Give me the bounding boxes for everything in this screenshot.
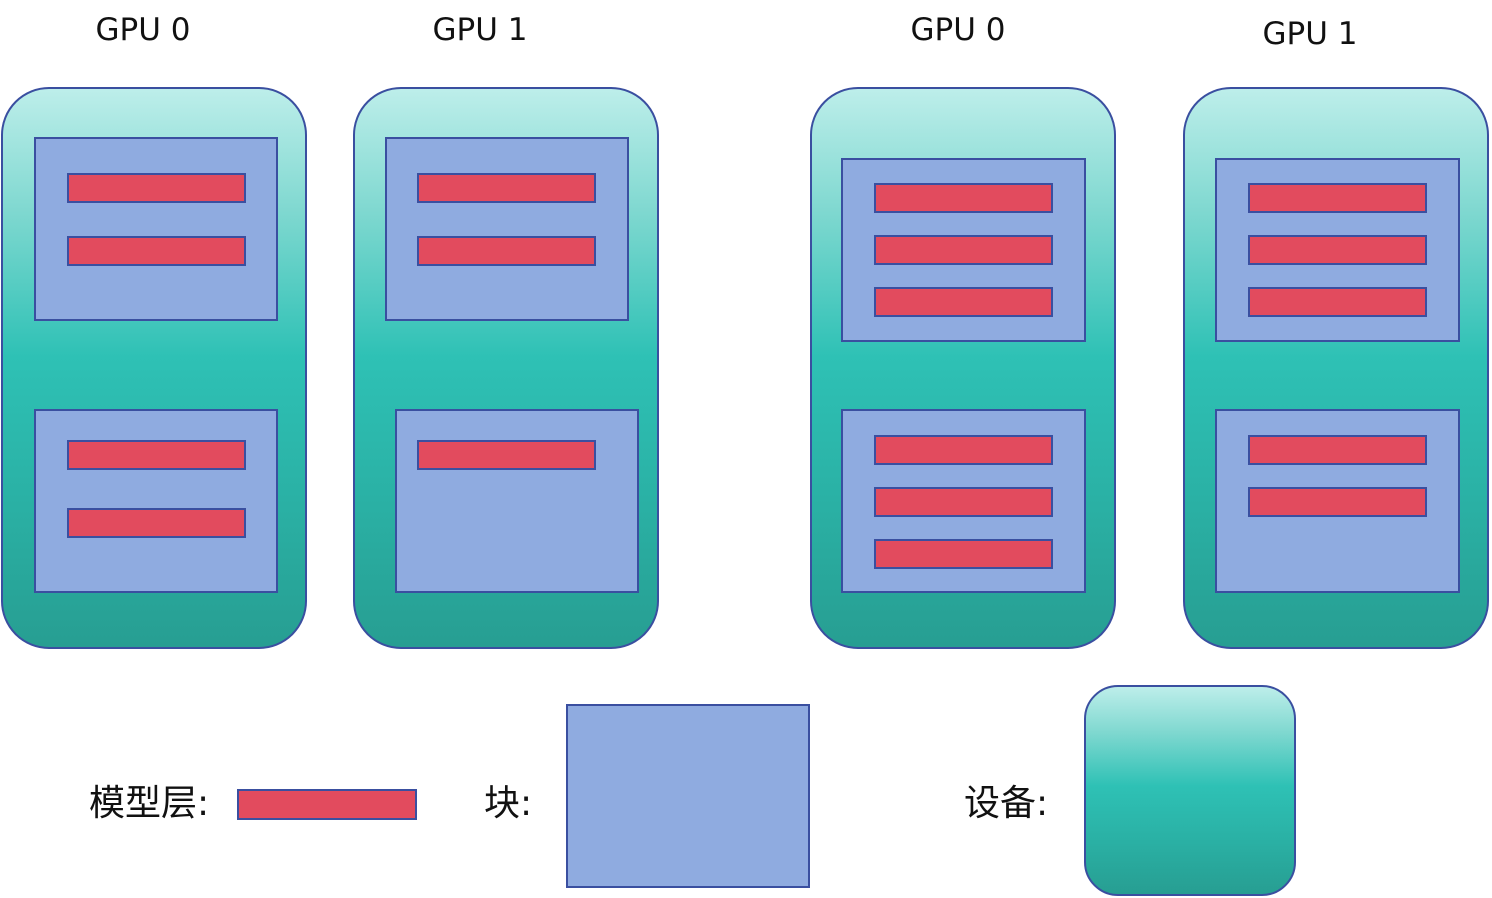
gpu-label-right-1: GPU 1 <box>1262 16 1358 52</box>
block <box>395 409 639 593</box>
block <box>34 137 278 321</box>
model-layer <box>874 539 1053 569</box>
gpu-label-right-0: GPU 0 <box>910 12 1006 48</box>
model-layer <box>874 183 1053 213</box>
legend-block-swatch <box>566 704 810 888</box>
model-layer <box>874 487 1053 517</box>
model-layer <box>417 236 596 266</box>
model-layer <box>874 235 1053 265</box>
block <box>34 409 278 593</box>
block <box>1215 158 1460 342</box>
model-layer <box>67 236 246 266</box>
device-left-gpu0 <box>1 87 307 649</box>
model-layer <box>417 173 596 203</box>
block <box>1215 409 1460 593</box>
model-layer <box>417 440 596 470</box>
legend-layer-swatch <box>237 789 417 820</box>
legend-block-label: 块: <box>484 783 533 824</box>
model-layer <box>1248 487 1427 517</box>
model-layer <box>1248 235 1427 265</box>
gpu-label-left-0: GPU 0 <box>95 12 191 48</box>
device-right-gpu0 <box>810 87 1116 649</box>
model-layer <box>1248 183 1427 213</box>
block <box>385 137 629 321</box>
block <box>841 409 1086 593</box>
device-left-gpu1 <box>353 87 659 649</box>
model-layer <box>1248 435 1427 465</box>
gpu-label-left-1: GPU 1 <box>432 12 528 48</box>
model-layer <box>874 287 1053 317</box>
model-layer <box>67 508 246 538</box>
model-layer <box>67 173 246 203</box>
legend-device-swatch <box>1084 685 1296 896</box>
legend-device-label: 设备: <box>964 783 1049 824</box>
legend-layer-label: 模型层: <box>89 783 210 824</box>
model-layer <box>874 435 1053 465</box>
block <box>841 158 1086 342</box>
model-layer <box>67 440 246 470</box>
model-layer <box>1248 287 1427 317</box>
device-right-gpu1 <box>1183 87 1489 649</box>
